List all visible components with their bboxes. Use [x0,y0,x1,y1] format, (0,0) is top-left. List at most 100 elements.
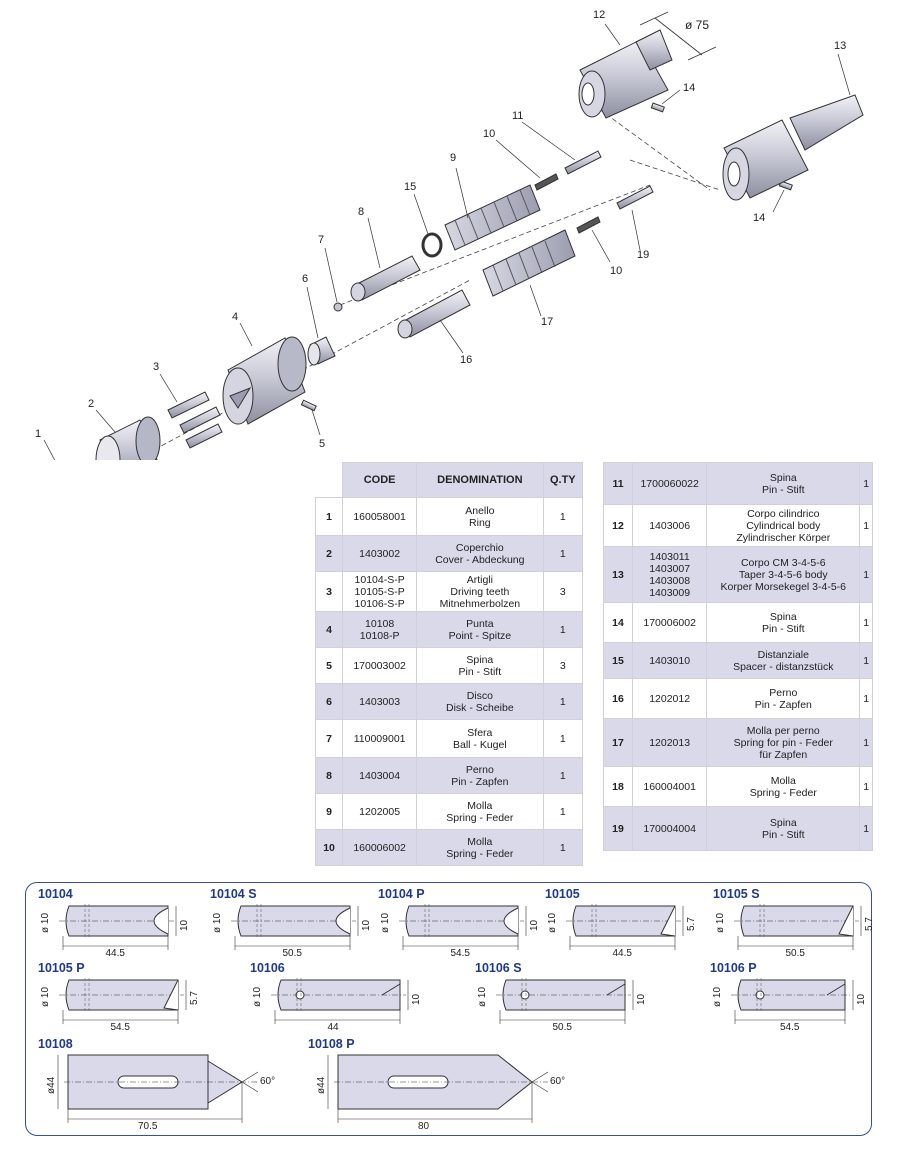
cell-code: 1202013 [631,718,708,767]
callout-15: 15 [404,181,417,193]
callout-11: 11 [512,110,524,122]
length-dimension: 44.5 [612,948,632,959]
cell-no: 13 [603,546,633,603]
angle-line [531,1081,549,1093]
variants-panel [25,882,872,1136]
pin-code-label: 10105 [545,887,580,901]
cell-code: 1403002 [342,535,418,572]
length-dimension: 50.5 [282,948,302,959]
callout-4: 4 [232,311,239,323]
part-ball [333,302,343,312]
part-pin-8 [350,255,421,302]
cell-den: Spina Pin - Stift [416,647,544,684]
pin-code-label: 10105 P [38,961,85,975]
pin-tip [503,907,519,935]
diameter-dimension: ø44 [316,1076,327,1094]
part-driving-teeth [167,391,223,449]
cell-den: Punta Point - Spitze [416,611,544,648]
cell-code: 170004004 [631,806,708,851]
pin-code-label: 10106 P [710,961,757,975]
callout-14: 14 [683,82,696,94]
pin-code-label: 10104 P [378,887,425,901]
cell-no: 3 [314,571,344,612]
part-pin-11 [564,150,602,175]
diameter-dimension: ø 10 [380,912,391,933]
callout-10b: 10 [610,265,623,277]
part-spring-9 [444,184,541,251]
height-dimension: 10 [856,993,867,1005]
cell-no: 10 [314,829,344,866]
length-dimension: 70.5 [138,1121,158,1132]
point-cone [207,1060,243,1104]
cell-code: 10104-S-P 10105-S-P 10106-S-P [342,571,418,612]
part-pin-14 [650,102,665,113]
callout-16: 16 [460,354,473,366]
pin-hole [520,990,530,1000]
cell-qty: 1 [542,497,584,536]
part-disk [307,336,336,366]
diameter-dimension: ø 10 [40,912,51,933]
cell-qty: 1 [859,718,873,767]
cell-code: 1403011 1403007 1403008 1403009 [631,546,708,603]
part-point [222,336,307,425]
diameter-dimension: ø 10 [715,912,726,933]
cell-qty: 1 [542,535,584,572]
callout-6: 6 [302,273,309,285]
callout-14b: 14 [753,212,766,224]
pin-code-label: 10104 [38,887,73,901]
pin-hole [295,990,305,1000]
part-taper-body [722,94,864,201]
cell-no: 18 [603,766,633,807]
cell-no: 15 [603,642,633,679]
length-dimension: 54.5 [450,948,470,959]
cell-no: 16 [603,678,633,719]
cell-qty: 1 [542,611,584,648]
callout-19: 19 [637,249,650,261]
cell-qty: 1 [859,546,873,603]
pin-tip [381,983,401,996]
part-pin-16 [397,289,471,339]
height-dimension: 10 [529,919,540,931]
height-dimension: 10 [179,919,190,931]
angle-line [241,1081,259,1093]
cell-code: 110009001 [342,719,418,758]
diameter-dimension: ø 10 [40,986,51,1007]
callout-10: 10 [483,128,496,140]
col-qty: Q.TY [542,462,584,498]
callout-5: 5 [319,438,326,450]
pin-tip [660,905,676,937]
angle-line [241,1071,259,1083]
pin-tip [153,907,169,935]
cell-no: 6 [314,683,344,720]
angle-dimension: 60° [550,1076,566,1087]
length-dimension: 54.5 [780,1022,800,1033]
callout-8: 8 [358,206,365,218]
cell-den: Spina Pin - Stift [706,602,861,643]
part-spring-17 [482,229,576,297]
part-cover [95,416,161,460]
pin-code-label: 10105 S [713,887,760,901]
cell-code: 1403003 [342,683,418,720]
length-dimension: 44 [327,1022,339,1033]
cell-no: 9 [314,793,344,830]
cell-no: 4 [314,611,344,648]
cell-code: 170003002 [342,647,418,684]
length-dimension: 44.5 [105,948,125,959]
pin-code-label: 10106 S [475,961,522,975]
cell-den: Coperchio Cover - Abdeckung [416,535,544,572]
callout-3: 3 [153,361,160,373]
cell-den: Corpo CM 3-4-5-6 Taper 3-4-5-6 body Korp… [706,546,861,603]
height-dimension: 5.7 [864,917,875,931]
diameter-dimension: ø 10 [547,912,558,933]
diameter-dimension: ø 10 [252,986,263,1007]
